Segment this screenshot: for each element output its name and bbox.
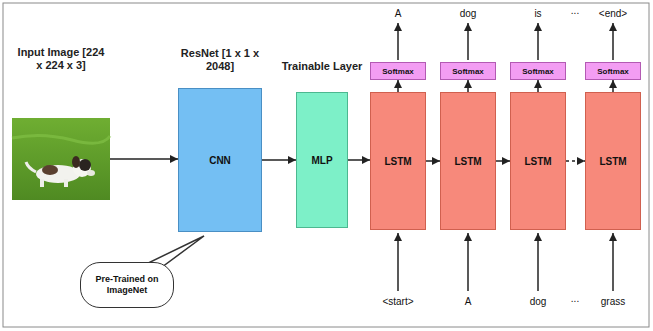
box-label: LSTM [524,156,551,167]
softmax-box: Softmax [370,62,426,80]
box-label: Softmax [597,67,629,76]
box-label: LSTM [454,156,481,167]
cnn-box: ResNet [1 x 1 x 2048]CNN [178,88,262,232]
flow-arrow [496,160,510,162]
box-label: Softmax [452,67,484,76]
flow-arrow [262,159,296,161]
lstm-box: LSTM [440,92,496,230]
flow-arrow [110,158,178,160]
heading-label: Trainable Layer [277,60,367,73]
softmax-box: Softmax [510,62,566,80]
box-label: LSTM [384,156,411,167]
flow-arrow [397,80,399,92]
token-label: grass [601,296,625,307]
lstm-box: LSTM [585,92,641,230]
output-arrows [398,23,613,60]
token-label: ... [571,293,579,304]
token-label: is [534,8,541,19]
token-label: <start> [382,296,413,307]
dog-photo [12,118,110,200]
token-label: A [465,296,472,307]
flow-arrow [566,160,585,162]
flow-arrow [612,80,614,92]
token-label: dog [530,296,547,307]
heading-label: ResNet [1 x 1 x 2048] [175,47,265,73]
flow-arrow [426,160,440,162]
box-label: Softmax [522,67,554,76]
callout-bubble: Pre-Trained on ImageNet [80,262,174,308]
token-label: ... [571,5,579,16]
box-label: LSTM [599,156,626,167]
token-label: A [395,8,402,19]
input-arrows [398,233,613,291]
token-label: dog [460,8,477,19]
box-label: CNN [209,155,231,166]
flow-arrow [467,80,469,92]
flow-arrow [348,159,370,161]
softmax-box: Softmax [585,62,641,80]
lstm-box: LSTM [510,92,566,230]
token-label: <end> [599,8,627,19]
input-image: Input Image [224 x 224 x 3] [12,118,110,200]
box-label: Pre-Trained on ImageNet [89,274,165,297]
softmax-box: Softmax [440,62,496,80]
box-label: Softmax [382,67,414,76]
box-label: MLP [311,155,332,166]
frame [3,3,649,327]
lstm-box: LSTM [370,92,426,230]
mlp-box: Trainable LayerMLP [296,92,348,228]
heading-label: Input Image [224 x 224 x 3] [16,46,106,72]
flow-arrow [537,80,539,92]
